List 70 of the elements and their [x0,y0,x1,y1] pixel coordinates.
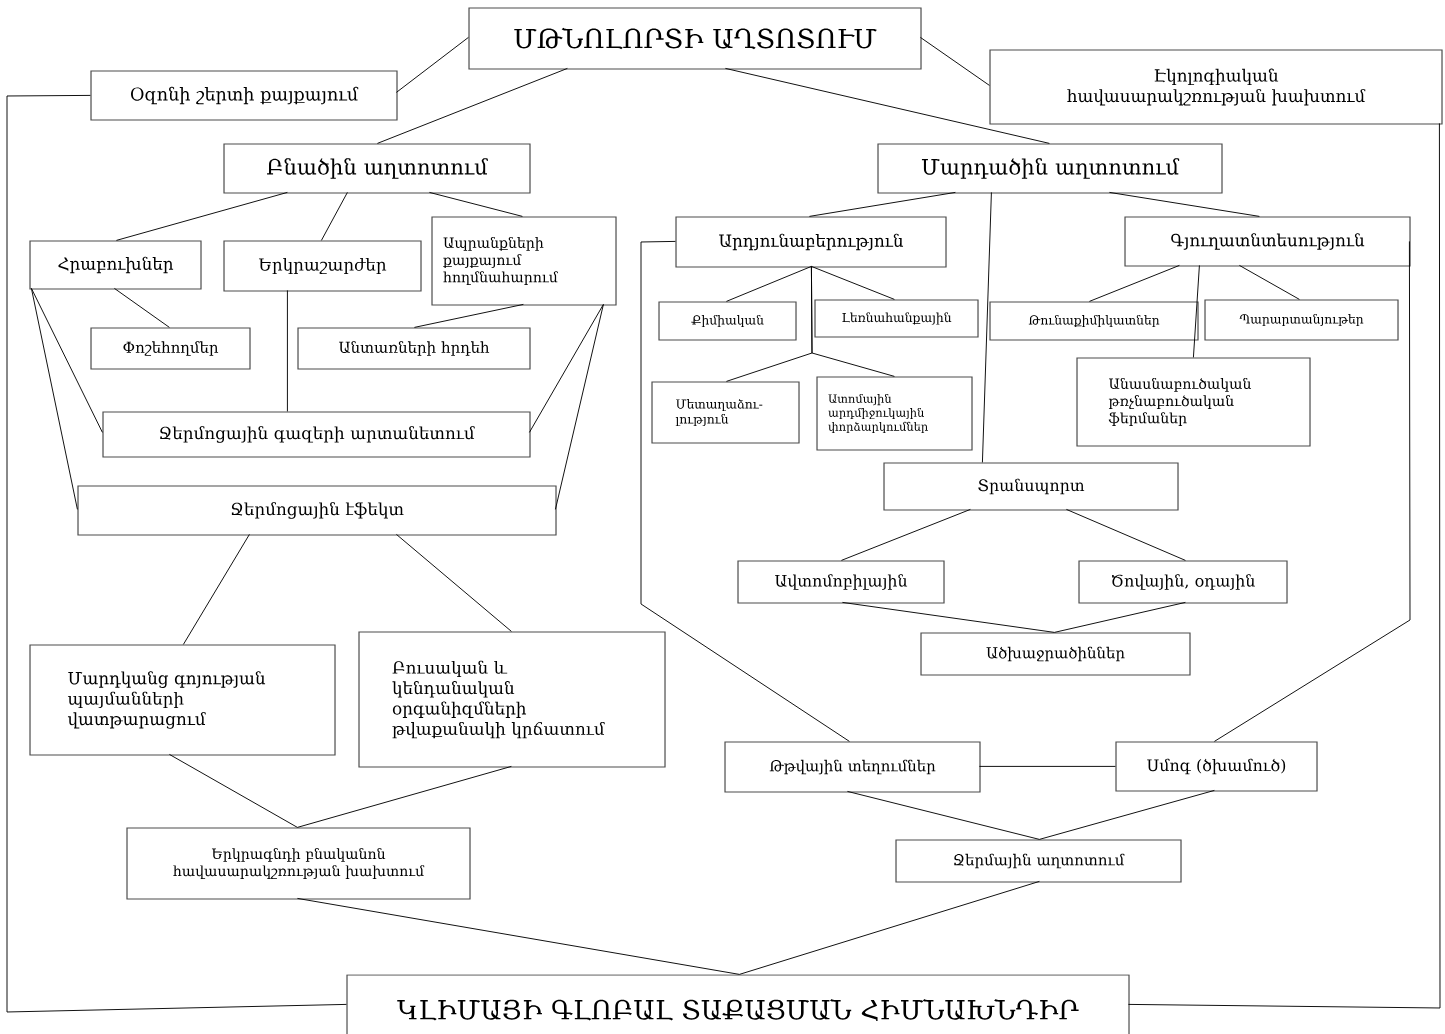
text-box: ՄԹՆՈԼՈՐՏԻ ԱՂՏՈՏՈՒՄ [468,7,922,70]
connector-line [115,191,288,241]
connector-line [286,289,288,412]
text-box: Ավտոմոբիլային [737,560,945,604]
connector-line [840,508,971,561]
connector-line [725,265,812,302]
connector-line [1108,191,1260,217]
text-box: Երկրաշարժեր [223,240,422,292]
connector-line [1127,122,1441,1009]
text-box: Փոշեհողմեր [90,327,251,370]
connector-line [919,36,990,86]
text-box: Ապրանքների քայքայում հողմնահարում [431,216,617,306]
text-box: Տրանսպորտ [883,462,1179,511]
connector-line [810,265,895,377]
connector-line [168,753,298,828]
text-box: Հրաբուխներ [29,240,202,290]
connector-line [30,287,78,510]
connector-line [846,790,1040,840]
connector-line [640,240,850,742]
text-box: Մետաղաձու-լություն [651,381,800,444]
connector-line [810,265,895,300]
text-box: Ծովային, օդային [1078,560,1288,604]
connector-line [738,880,1040,975]
connector-line [528,303,604,433]
connector-line [1238,264,1300,300]
text-box: ԿԼԻՄԱՅԻ ԳԼՈԲԱԼ ՏԱՔԱՑՄԱՆ ՀԻՄՆԱԽՆԴԻՐ [346,974,1130,1034]
connector-line [1088,264,1180,302]
connector-line [320,191,348,241]
text-box: Ջերմոցային էֆեկտ [77,485,557,536]
text-box: Օզոնի շերտի քայքայում [90,70,398,121]
text-box: Անտառների հրդեհ [297,327,531,370]
connector-line [1038,789,1215,840]
text-box: Գյուղատնտեսություն [1124,216,1411,267]
connector-line [296,897,740,975]
connector-line [30,287,103,433]
text-box: Մարդկանց գոյության պայմանների վատթարացում [29,644,336,756]
connector-line [395,36,469,93]
connector-line [554,303,604,510]
text-box: Ջերմային աղտոտում [895,839,1182,883]
text-box: Սմոգ (ծխամուծ) [1115,741,1318,792]
connector-line [296,765,512,828]
connector-line [395,533,512,632]
text-box: Բուսական և կենդանական օրգանիզմների թվաքանակի կրճատում [358,631,666,768]
text-box: Էկոլոգիական հավասարակշռության խախտում [989,49,1443,125]
text-box: Քիմիական [658,301,797,341]
connector-line [978,765,1116,767]
connector-line [1192,264,1200,358]
text-box: Մարդածին աղտոտում [877,143,1223,194]
text-box: Ջերմոցային գազերի արտանետում [102,411,531,458]
connector-line [113,287,170,328]
connector-line [182,533,250,645]
connector-line [1213,240,1411,742]
text-box: Լեռնահանքային [814,299,979,338]
text-box: Բնածին աղտոտում [223,143,531,194]
connector-line [1065,508,1186,561]
connector-line [841,601,1055,633]
connector-line [1053,601,1186,633]
text-box: Անասնաբուծական թռչնաբուծական ֆերմաներ [1076,357,1311,447]
connector-line [808,191,956,217]
text-box: Թթվային տեղումներ [724,741,981,793]
text-box: Ատոմային արդմիջուկային փորձարկումներ [816,376,973,451]
connector-line [428,191,523,217]
connector-line [6,94,347,1013]
connector-line [413,303,524,328]
text-box: Պարարտանյութեր [1204,299,1399,341]
connector-line [981,191,992,463]
text-box: Ածխաջրածիններ [920,632,1191,676]
text-box: Արդյունաբերություն [675,216,947,268]
text-box: Թունաքիմիկատներ [989,301,1199,341]
text-box: Երկրագնդի բնականոն հավասարակշռության խախտում [126,827,471,900]
